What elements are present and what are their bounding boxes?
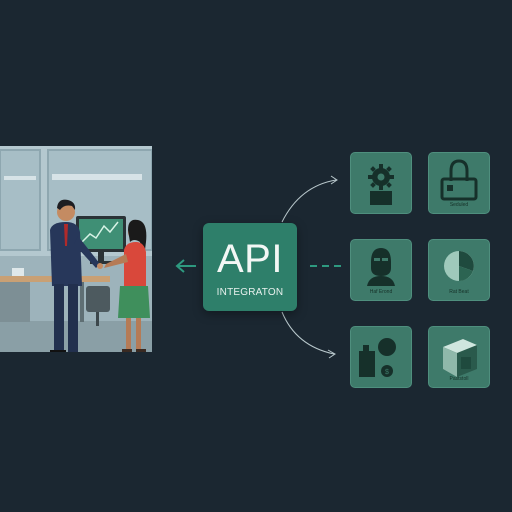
tile-label: Paststoll [449,376,469,382]
gear-icon [368,164,394,205]
api-subtitle: INTEGRATON [216,287,284,298]
pie-chart-tile[interactable]: Rat Beat [428,239,490,301]
user-profile-icon [367,248,395,286]
gear-tile[interactable] [350,152,412,214]
lower-curve-arrowhead [327,349,336,359]
office-scene-illustration [0,146,152,352]
tile-label: Seduled [449,202,469,208]
upper-curve-connector [281,179,337,223]
svg-text:$: $ [385,369,389,376]
upper-curve-arrowhead [330,175,338,185]
office-scene-drawing [0,146,152,352]
api-title: API [217,237,283,281]
user-profile-tile[interactable]: Haf Erond [350,239,412,301]
person-coin-tile[interactable]: $ [350,326,412,388]
left-arrow-head [175,259,185,273]
tile-label: Haf Erond [369,289,393,295]
tile-label: Rat Beat [449,289,469,295]
person-coin-icon: $ [359,338,396,377]
lower-curve-connector [281,311,335,355]
api-integration-box[interactable]: API INTEGRATON [203,223,297,311]
box-icon [443,339,477,377]
pie-chart-icon [444,251,474,281]
box-tile[interactable]: Paststoll [428,326,490,388]
padlock-icon [440,159,478,201]
padlock-tile[interactable]: Seduled [428,152,490,214]
